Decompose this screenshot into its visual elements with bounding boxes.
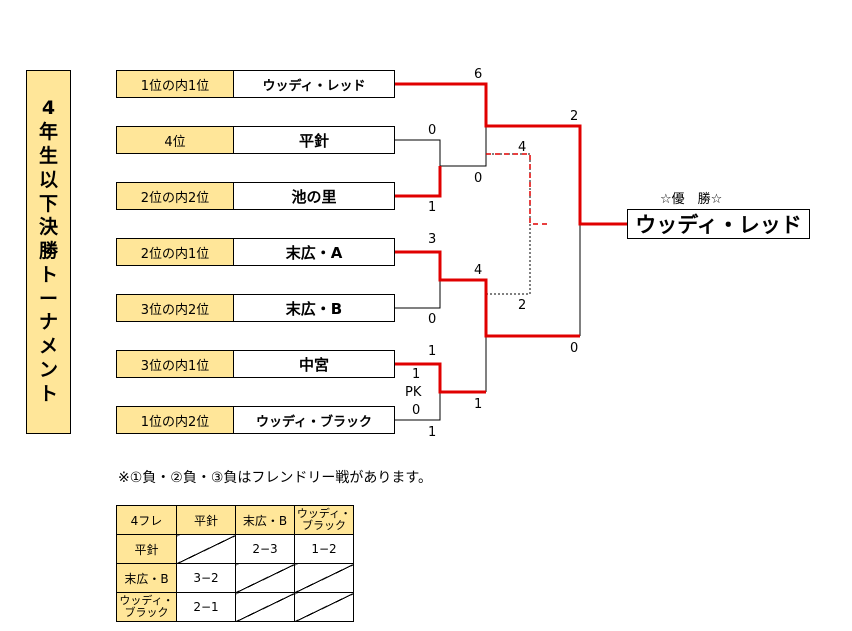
- title-char: ナ: [38, 311, 58, 334]
- champion-team: ウッディ・レッド: [627, 209, 810, 239]
- score: 0: [428, 123, 437, 138]
- score: 4: [518, 140, 527, 155]
- team-name: ウッディ・ブラック: [233, 406, 395, 434]
- title-char: ン: [38, 359, 58, 382]
- table-header: 平針: [176, 505, 236, 535]
- score: 1: [428, 344, 437, 359]
- title-char: 4: [41, 97, 56, 120]
- title-char: 以: [38, 168, 58, 191]
- table-cell-blank: [235, 563, 295, 593]
- title-char: 決: [38, 216, 58, 239]
- row-header: 末広・B: [116, 563, 177, 593]
- seed-label: 1位の内2位: [116, 406, 234, 434]
- row-header: 平針: [116, 534, 177, 564]
- table-header: 末広・B: [235, 505, 295, 535]
- champion-label: ☆優 勝☆: [660, 192, 723, 207]
- score: 2: [570, 109, 579, 124]
- score: 1: [428, 200, 437, 215]
- seed-label: 1位の内1位: [116, 70, 234, 98]
- table-header: 4フレ: [116, 505, 177, 535]
- table-cell-blank: [235, 592, 295, 622]
- pk-label: PK: [405, 385, 422, 400]
- table-cell-blank: [294, 563, 354, 593]
- header-line: ブラック: [302, 519, 346, 532]
- title-char: ト: [38, 263, 58, 286]
- score: 4: [474, 263, 483, 278]
- team-name: 末広・B: [233, 294, 395, 322]
- team-name: 中宮: [233, 350, 395, 378]
- header-line: ウッディ・: [119, 594, 174, 607]
- score: 0: [474, 171, 483, 186]
- table-cell: 3−2: [176, 563, 236, 593]
- team-name: 平針: [233, 126, 395, 154]
- seed-label: 3位の内2位: [116, 294, 234, 322]
- table-cell: 1−2: [294, 534, 354, 564]
- score: 0: [412, 403, 421, 418]
- score: 6: [474, 67, 483, 82]
- table-cell: 2−1: [176, 592, 236, 622]
- row-header: ウッディ・ブラック: [116, 592, 177, 622]
- seed-label: 4位: [116, 126, 234, 154]
- score: 0: [428, 312, 437, 327]
- title-char: 勝: [38, 240, 58, 263]
- friendly-table: 4フレ 平針 末広・B ウッディ・ブラック 平針 2−3 1−2 末広・B 3−…: [116, 505, 354, 622]
- score: 2: [518, 298, 527, 313]
- title-char: ト: [38, 382, 58, 405]
- team-name: ウッディ・レッド: [233, 70, 395, 98]
- team-name: 末広・A: [233, 238, 395, 266]
- header-line: ウッディ・: [296, 507, 352, 520]
- title-char: ー: [38, 287, 58, 310]
- seed-label: 2位の内1位: [116, 238, 234, 266]
- header-line: ブラック: [124, 606, 169, 619]
- table-cell: 2−3: [235, 534, 295, 564]
- title-char: 生: [38, 144, 58, 167]
- score: 0: [570, 341, 579, 356]
- score: 1: [412, 367, 421, 382]
- title-char: メ: [38, 335, 58, 358]
- seed-label: 3位の内1位: [116, 350, 234, 378]
- title-char: 年: [38, 121, 58, 144]
- score: 1: [428, 425, 437, 440]
- friendly-note: ※①負・②負・③負はフレンドリー戦があります。: [118, 470, 432, 486]
- score: 1: [474, 397, 483, 412]
- score: 3: [428, 232, 437, 247]
- title-char: 下: [38, 192, 58, 215]
- table-cell-blank: [294, 592, 354, 622]
- team-name: 池の里: [233, 182, 395, 210]
- seed-label: 2位の内2位: [116, 182, 234, 210]
- table-cell-blank: [176, 534, 236, 564]
- table-header: ウッディ・ブラック: [294, 505, 354, 535]
